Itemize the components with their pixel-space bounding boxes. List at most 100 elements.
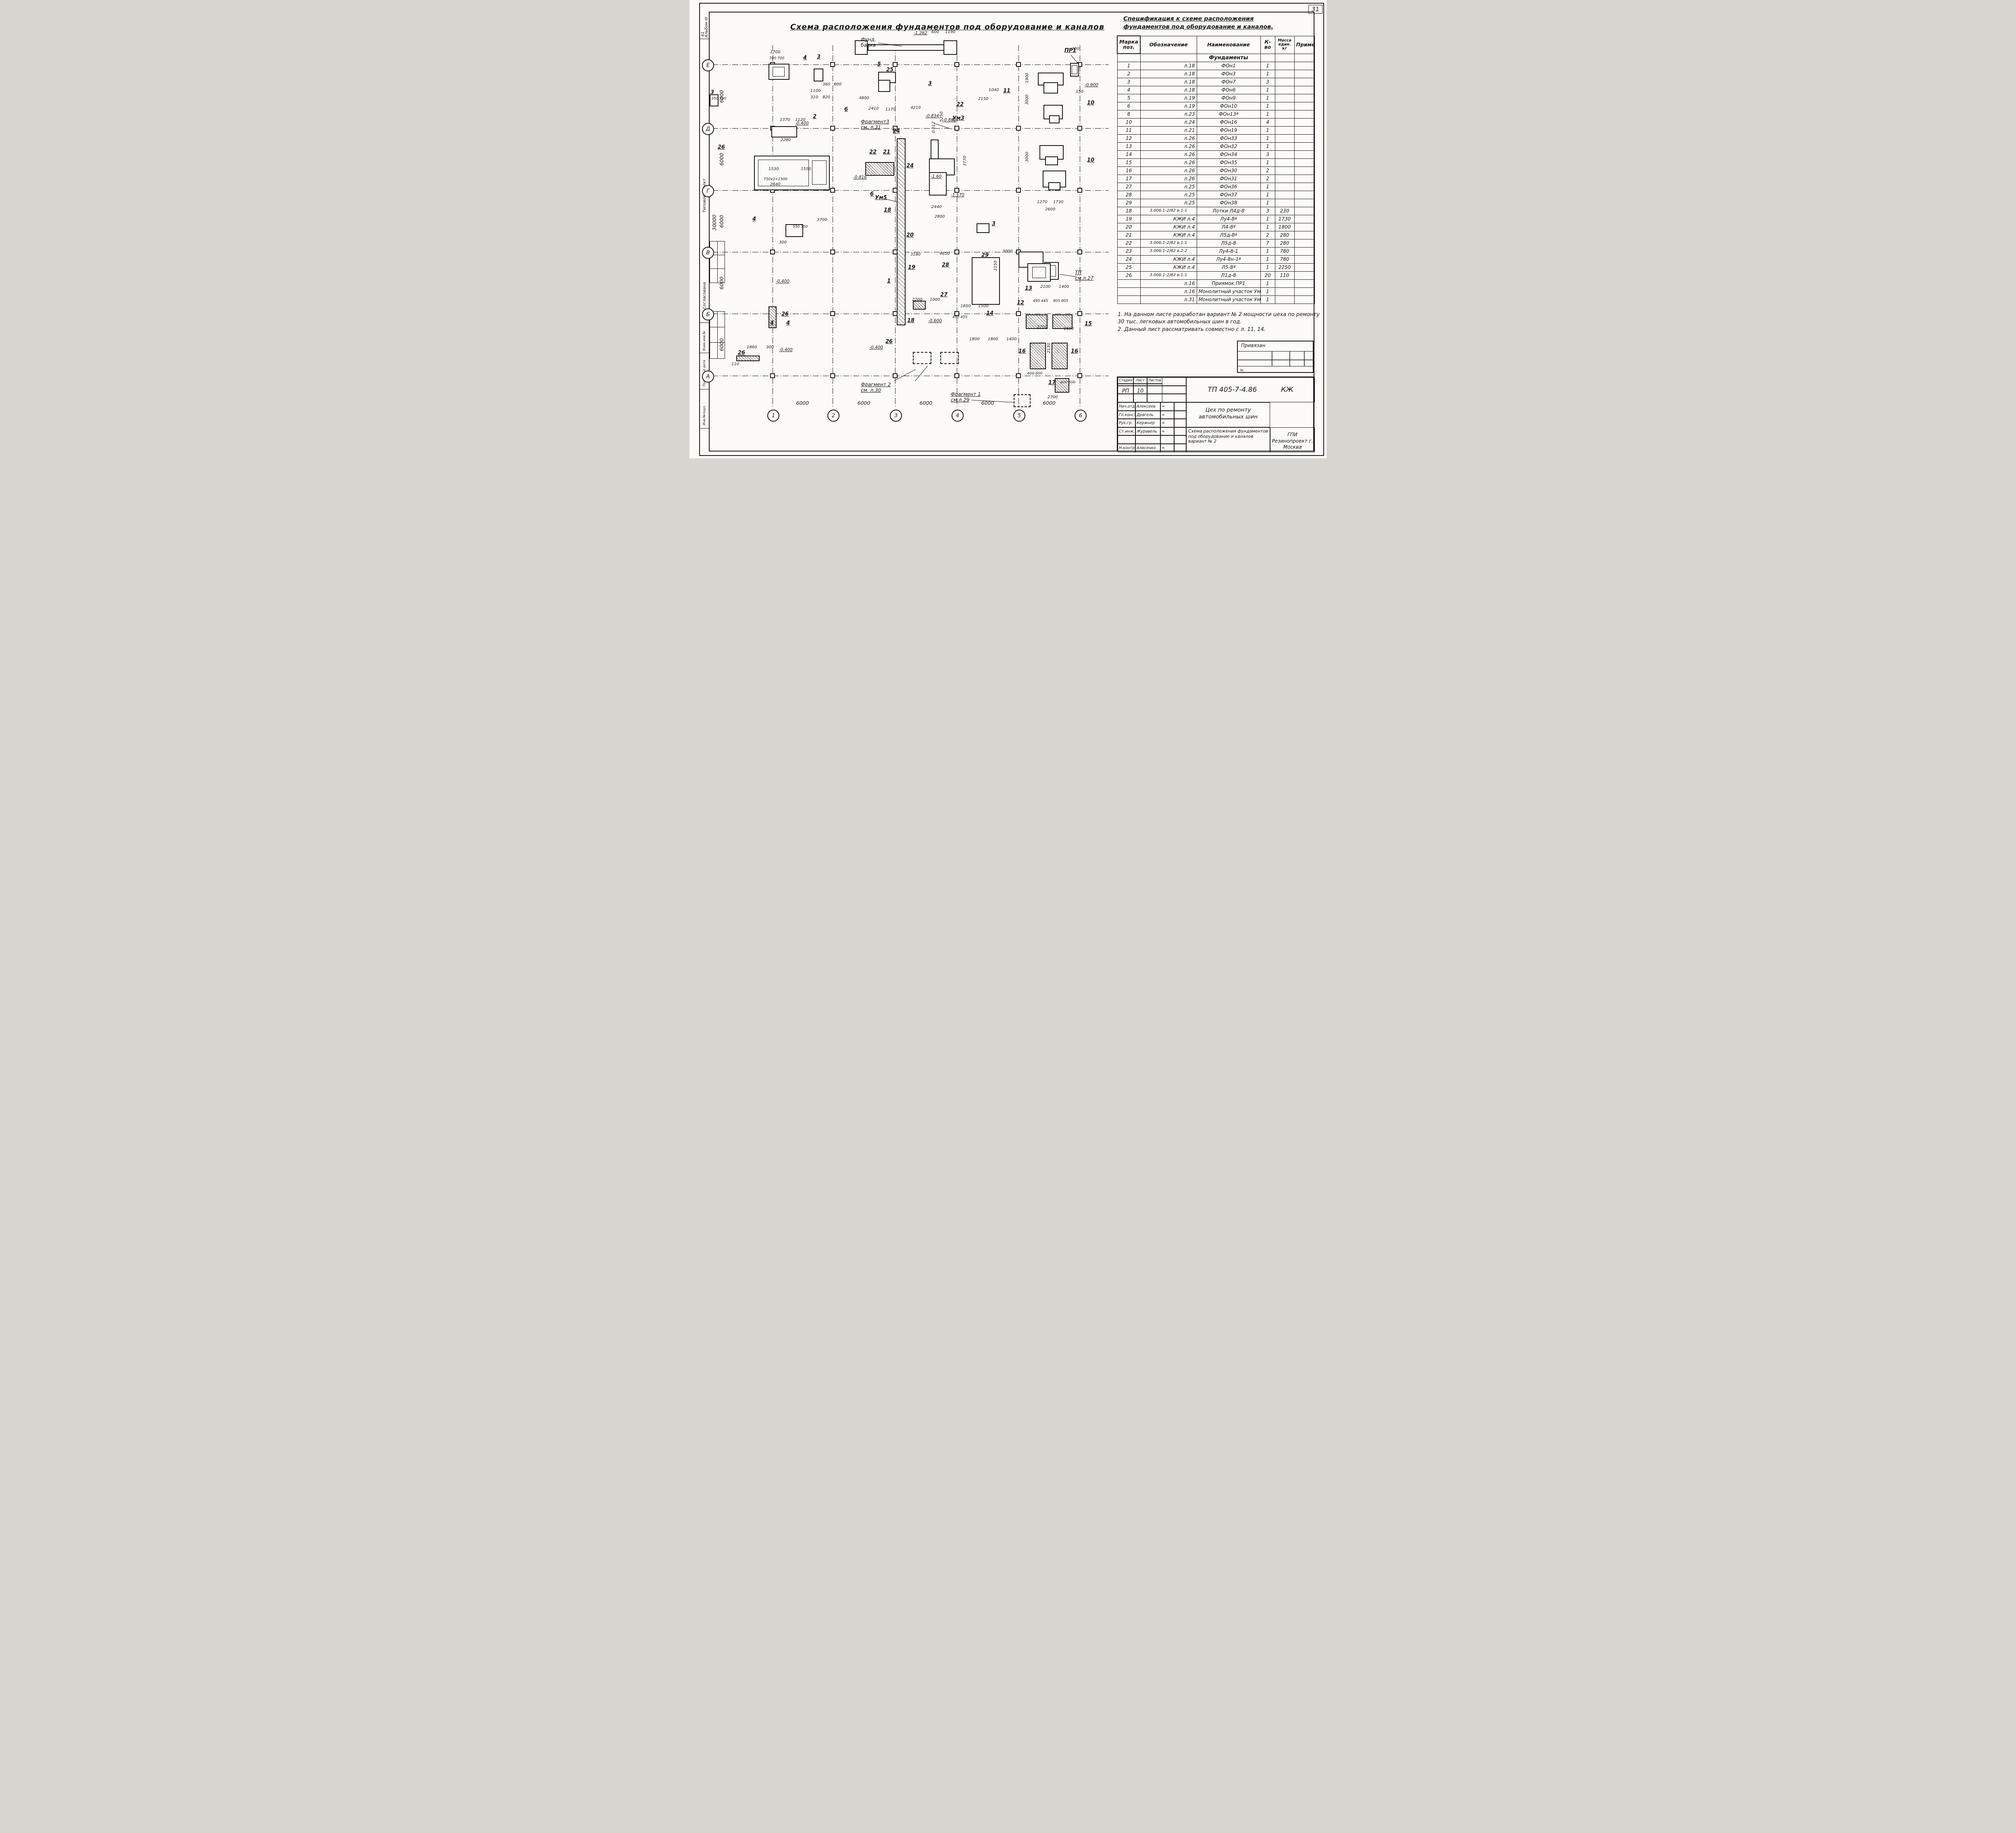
spec-cell-designation: л.16 (1140, 279, 1197, 288)
plan-title: Схема расположения фундаментов под обору… (790, 23, 1104, 31)
spec-cell-qty: 1 (1260, 247, 1275, 256)
plan-annotation: 1040 (989, 88, 999, 92)
title-block-filler (1118, 385, 1186, 394)
axis-bubble: 2 (827, 410, 839, 422)
column-symbol (1077, 188, 1082, 193)
plan-annotation: 18 (884, 207, 891, 213)
column-symbol (830, 188, 835, 193)
spec-cell-designation: КЖИ л.4 (1140, 263, 1197, 272)
spec-cell-name: Л1д-8 (1196, 271, 1261, 280)
spec-cell-name: ФОн10 (1196, 102, 1261, 110)
spec-cell-qty: 1 (1260, 255, 1275, 264)
spec-cell-name: Монолитный участок Ум5 (1196, 295, 1261, 304)
spec-cell-mass: 110 (1275, 271, 1295, 280)
spec-cell-designation: л.21 (1140, 126, 1197, 135)
plan-annotation: Фрагмент 2 см. л.30 (861, 382, 891, 393)
spec-cell-mass (1275, 279, 1295, 288)
sign-role: Нач.отд. (1118, 402, 1135, 411)
plan-annotation: 13 (1025, 285, 1033, 291)
plan-annotation: ПР1 (1064, 48, 1077, 54)
doc-code: ТП 405-7-4.86 (1208, 386, 1257, 394)
spec-cell-note (1294, 175, 1315, 183)
spec-cell-designation: КЖИ л.4 (1140, 231, 1197, 239)
spec-cell-note (1294, 126, 1315, 135)
spec-cell-mark: 20 (1117, 223, 1141, 231)
spec-cell-designation: л.23 (1140, 110, 1197, 119)
axis-bubble: 6 (1075, 410, 1087, 422)
spec-cell-mass (1275, 150, 1295, 159)
column-symbol (954, 311, 959, 316)
bay-dimension: 6000 (796, 400, 809, 406)
plan-annotation: 2440 (931, 205, 942, 209)
spec-cell-note (1294, 239, 1315, 248)
bay-dimension: 6000 (719, 153, 725, 166)
spec-cell-mark (1117, 287, 1141, 296)
grid-axis-line (1018, 45, 1019, 407)
spec-section-empty (1275, 53, 1295, 62)
plan-annotation: 455 455 (952, 315, 968, 319)
spec-cell-designation: л.26 (1140, 134, 1197, 143)
spec-cell-mass (1275, 86, 1295, 94)
spec-cell-mark: 13 (1117, 142, 1141, 151)
column-symbol (1016, 62, 1021, 67)
foundation-dashed (940, 352, 959, 364)
spec-cell-name: ФОн34 (1196, 150, 1261, 159)
foundation-inner (758, 160, 809, 186)
spec-cell-qty: 4 (1260, 118, 1275, 127)
plan-annotation: 2700 (1048, 395, 1058, 399)
spec-cell-designation: 3.006.1-2/82 в.2-2 (1140, 247, 1197, 256)
approval-grid (710, 311, 725, 359)
margin-stamp-zam: Взам.инв.№ (702, 331, 706, 351)
column-symbol (770, 373, 775, 378)
sign-signature: ≈ (1160, 419, 1174, 427)
plan-annotation: 4 (803, 55, 807, 61)
spec-cell-mark: 18 (1117, 207, 1141, 215)
sign-role: Рук.гр. (1118, 419, 1135, 427)
spec-cell-designation: л.19 (1140, 102, 1197, 110)
spec-cell-qty: 3 (1260, 78, 1275, 86)
plan-annotation: 1730 (1053, 200, 1064, 204)
axis-bubble: Е (702, 59, 714, 71)
spec-cell-note (1294, 215, 1315, 223)
spec-cell-mass: 280 (1275, 231, 1295, 239)
plan-annotation: -1.170 (951, 193, 964, 198)
spec-cell-note (1294, 142, 1315, 151)
plan-annotation: 16 (1071, 348, 1079, 354)
spec-col-mass: Масса един. кг (1275, 35, 1295, 54)
spec-cell-name: Л4-8ª (1196, 223, 1261, 231)
sign-role: Н.контр. (1118, 444, 1135, 452)
left-margin: 41 Альбом III Типовой проект Согласована… (699, 3, 709, 456)
plan-annotation: 2150 (993, 260, 998, 271)
spec-cell-mark (1117, 295, 1141, 304)
spec-cell-mark: 23 (1117, 247, 1141, 256)
sign-signature: ≈ (1160, 427, 1174, 436)
foundation-outline (768, 64, 789, 80)
spec-cell-qty: 1 (1260, 279, 1275, 288)
plan-annotation: 300 (779, 240, 787, 245)
foundation-hatched (736, 356, 760, 361)
plan-annotation: -1.60 (931, 174, 942, 179)
spec-cell-note (1294, 110, 1315, 119)
plan-annotation: 24 (893, 128, 900, 134)
spec-cell-name: Л5д-8ª (1196, 231, 1261, 239)
foundation-outline (1039, 145, 1064, 160)
plan-annotation: 4210 (910, 106, 921, 110)
plan-annotation: -0.400 (776, 279, 789, 284)
plan-annotation: 2640 (770, 182, 781, 187)
foundation-outline (855, 40, 868, 55)
spec-cell-qty: 3 (1260, 207, 1275, 215)
spec-cell-mark: 4 (1117, 86, 1141, 94)
foundation-outline (1048, 182, 1060, 190)
plan-annotation: -1.262 (914, 31, 927, 35)
spec-cell-mass (1275, 166, 1295, 175)
spec-cell-note (1294, 247, 1315, 256)
spec-cell-qty: 1 (1260, 94, 1275, 102)
spec-cell-mass (1275, 94, 1295, 102)
